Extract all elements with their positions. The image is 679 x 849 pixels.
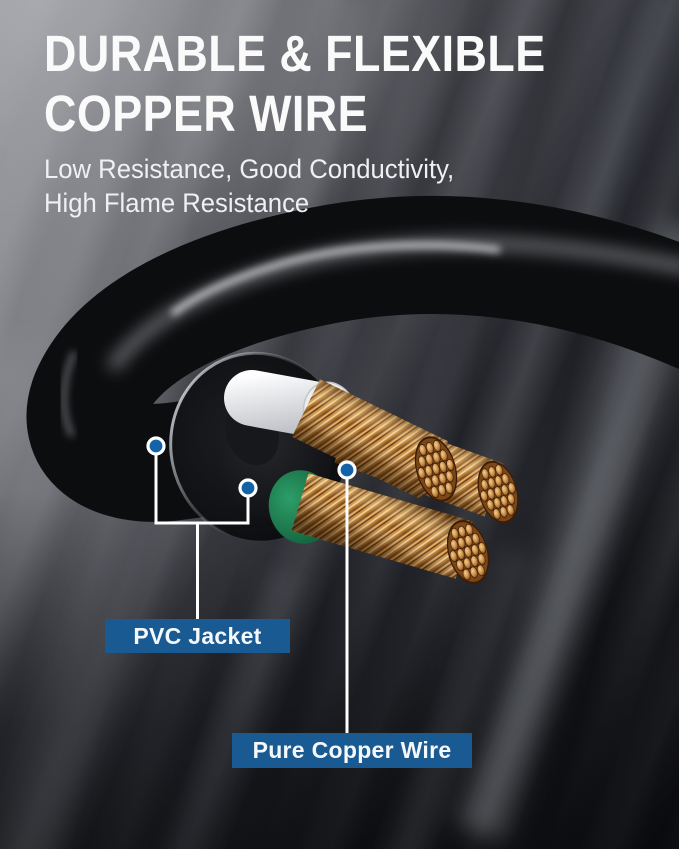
subheadline: Low Resistance, Good Conductivity, High … <box>44 152 454 220</box>
copper-end-face <box>410 436 462 502</box>
callout-lines <box>154 446 349 735</box>
headline-line-2: COPPER WIRE <box>44 85 369 142</box>
subheadline-line-2: High Flame Resistance <box>44 188 310 218</box>
headline-line-1: DURABLE & FLEXIBLE <box>44 25 546 82</box>
callout-dot <box>146 436 166 456</box>
pure-copper-wire-label: Pure Copper Wire <box>232 733 472 768</box>
pvc-jacket-label: PVC Jacket <box>105 619 290 653</box>
copper-strands <box>291 379 523 584</box>
cable-rim-light <box>61 351 77 438</box>
copper-end-face <box>473 460 523 524</box>
cable-sheen <box>170 242 501 317</box>
callout-dot <box>238 478 258 498</box>
pvc-jacket-leader-line <box>154 446 250 621</box>
subheadline-line-1: Low Resistance, Good Conductivity, <box>44 154 455 184</box>
headline: DURABLE & FLEXIBLE COPPER WIRE <box>44 24 546 144</box>
copper-end-face <box>442 520 494 584</box>
cable-cut-face <box>169 351 523 584</box>
callout-dot <box>337 460 357 480</box>
cable <box>26 195 679 522</box>
callout-dots <box>146 436 357 498</box>
